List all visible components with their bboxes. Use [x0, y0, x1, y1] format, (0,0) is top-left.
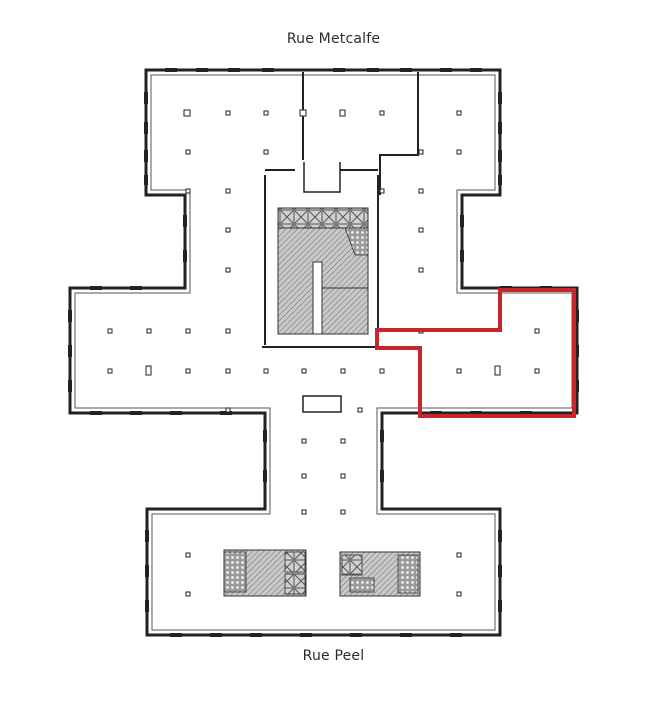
south-core-east [339, 551, 421, 597]
interior-walls [262, 72, 419, 348]
street-label-top: Rue Metcalfe [286, 31, 381, 47]
building-outline-inner [74, 74, 573, 631]
central-core [277, 207, 369, 335]
central-kiosk [302, 395, 342, 413]
window-mullions [68, 68, 579, 637]
highlighted-suite[interactable] [375, 288, 576, 418]
street-label-bottom: Rue Peel [302, 648, 365, 664]
south-core-west [223, 549, 307, 597]
columns [107, 109, 540, 597]
reception-desk [303, 162, 341, 193]
